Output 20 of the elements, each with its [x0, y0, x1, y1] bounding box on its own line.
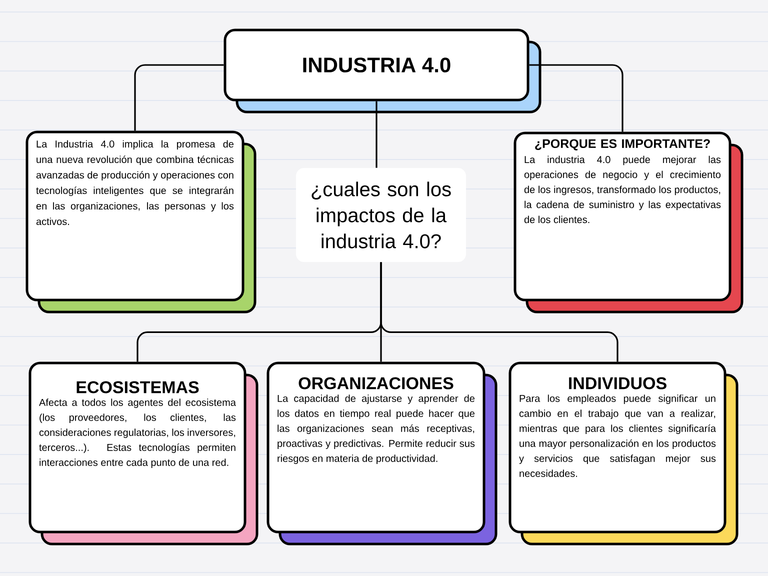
connector-line — [380, 262, 618, 362]
text-card — [28, 362, 258, 546]
connector-line — [134, 64, 224, 131]
question-text: ¿cuales son los impactos de la industria 4.0? — [296, 168, 466, 262]
connector-line — [376, 101, 378, 168]
card-text: Para los empleados puede significar un cambio en el trabajo que van a realizar, mientras que para los clientes significaría una mayor personalización en los productos y servicios que satisfagan mejor sus necesidades. — [519, 394, 716, 477]
connector-line — [529, 64, 624, 132]
text-card — [508, 362, 738, 546]
card-text: La capacidad de ajustarse y aprender de los datos en tiempo real puede hacer que las organizaciones sean más receptivas, proactivas y predictivas. Permite reducir sus riesgos en materia de productividad. — [278, 394, 475, 464]
title-card: INDUSTRIA 4.0 — [224, 28, 542, 114]
text-card — [26, 130, 256, 314]
card-heading: ¿PORQUE ES IMPORTANTE? — [535, 139, 710, 150]
card-text: La industria 4.0 puede mejorar las operaciones de negocio y el crecimiento de los ingresos, transformado los productos, la cadena de suministro y las expectativas de los clientes. — [524, 156, 721, 224]
text-card — [266, 362, 498, 546]
card-heading: ECOSISTEMAS — [76, 381, 199, 394]
card-heading: INDIVIDUOS — [569, 377, 666, 390]
card-text: La Industria 4.0 implica la promesa de una nueva revolución que combina técnicas avanzadas de producción y operaciones con tecnologías inteligentes que se integrarán en las organizaciones, las personas y los activos. — [36, 140, 234, 226]
card-heading: ORGANIZACIONES — [298, 377, 454, 390]
card-text: Afecta a todos los agentes del ecosistema (los proveedores, los clientes, las consideraciones regulatorias, los inversores, terceros...). Estas tecnologías permiten interacciones entre cada punto de una red. — [39, 398, 236, 468]
text-card — [514, 132, 744, 314]
